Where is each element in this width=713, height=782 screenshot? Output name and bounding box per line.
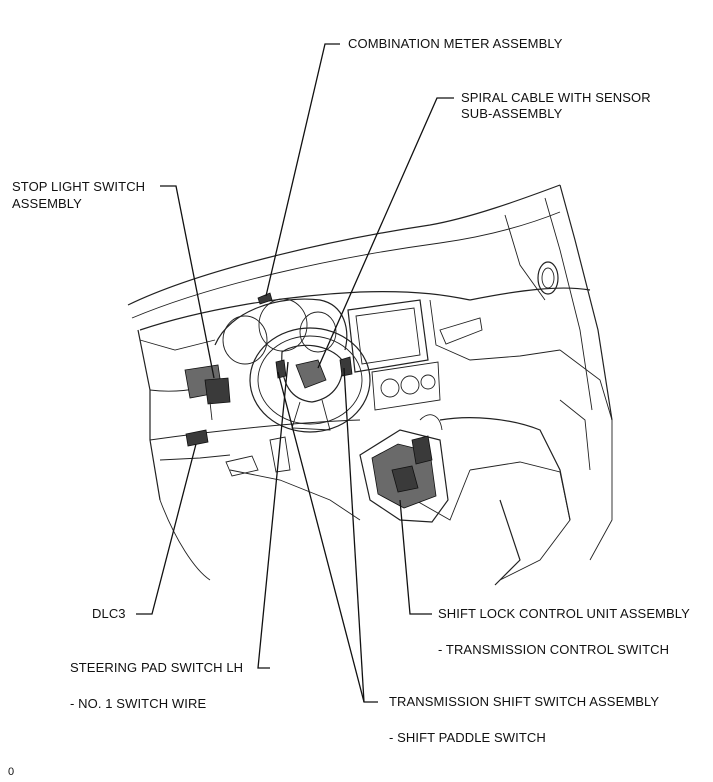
dashboard-outline — [127, 184, 613, 586]
label-stop-light-line1: STOP LIGHT SWITCH — [12, 179, 146, 194]
label-no1-switch-wire: - NO. 1 SWITCH WIRE — [70, 696, 207, 711]
label-stop-light-line2: ASSEMBLY — [12, 196, 82, 211]
label-spiral-cable-line1: SPIRAL CABLE WITH SENSOR — [461, 90, 651, 105]
steering-wheel — [249, 327, 371, 433]
leader-steering-pad — [257, 361, 289, 669]
instrument-cluster — [214, 292, 348, 365]
stop-light-switch-part — [184, 364, 231, 421]
figure-code: 0 — [8, 766, 15, 778]
label-dlc3: DLC3 — [92, 606, 126, 621]
label-shift-paddle: - SHIFT PADDLE SWITCH — [389, 730, 546, 745]
label-shift-lock: SHIFT LOCK CONTROL UNIT ASSEMBLY — [438, 606, 690, 621]
shift-lever-assembly-part — [359, 414, 449, 523]
label-transmission-control-switch: - TRANSMISSION CONTROL SWITCH — [438, 642, 670, 657]
leader-shift-lock — [399, 499, 432, 615]
label-combination-meter: COMBINATION METER ASSEMBLY — [348, 36, 563, 51]
leader-spiral-cable — [317, 97, 454, 369]
leader-combination-meter — [265, 43, 340, 297]
label-steering-pad: STEERING PAD SWITCH LH — [70, 660, 244, 675]
dlc3-connector-part — [185, 429, 209, 447]
leader-lines — [136, 43, 454, 703]
leader-transmission-shift-b — [343, 367, 365, 703]
leader-dlc3 — [136, 443, 197, 615]
label-transmission-shift: TRANSMISSION SHIFT SWITCH ASSEMBLY — [389, 694, 660, 709]
label-spiral-cable-line2: SUB-ASSEMBLY — [461, 106, 563, 121]
leader-stop-light — [160, 185, 215, 379]
